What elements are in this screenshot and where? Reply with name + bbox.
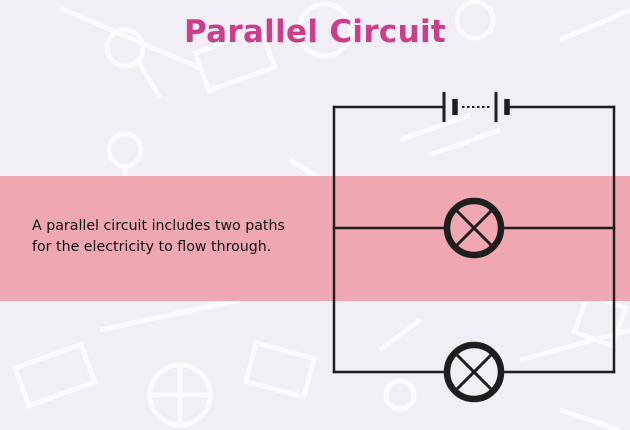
battery-icon xyxy=(442,92,510,122)
description-line-2: for the electricity to flow through. xyxy=(32,239,272,255)
lamp-icon xyxy=(443,341,505,403)
highlight-band xyxy=(0,176,630,301)
description-text: A parallel circuit includes two paths fo… xyxy=(32,216,332,258)
page-title: Parallel Circuit xyxy=(183,14,447,50)
description-line-1: A parallel circuit includes two paths xyxy=(32,218,285,234)
lamp-icon xyxy=(443,197,505,259)
